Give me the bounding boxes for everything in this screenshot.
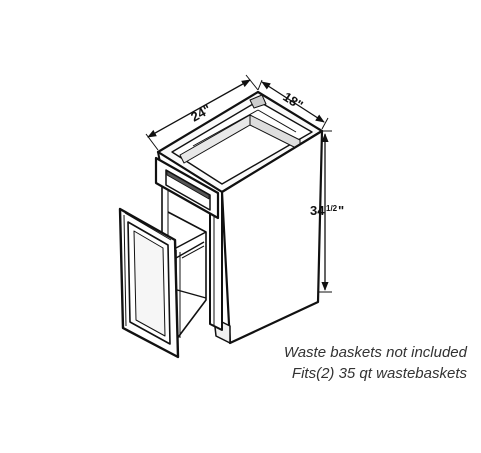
depth-dimension — [257, 79, 329, 130]
drawer-front — [154, 156, 220, 220]
cabinet-side-panel — [220, 129, 324, 345]
pullout-door — [118, 207, 180, 359]
width-dimension — [145, 74, 259, 151]
wastebasket-capacity-note: Fits(2) 35 qt wastebaskets — [291, 365, 467, 382]
waste-baskets-note: Waste baskets not included — [283, 344, 467, 361]
height-label-fraction: 1/2 — [326, 204, 338, 213]
height-label-inch: " — [338, 203, 344, 218]
height-label-whole: 34 — [310, 203, 325, 218]
height-label: 34 1/2 " — [310, 203, 344, 218]
height-dimension — [318, 130, 332, 293]
cabinet-body — [156, 90, 324, 345]
